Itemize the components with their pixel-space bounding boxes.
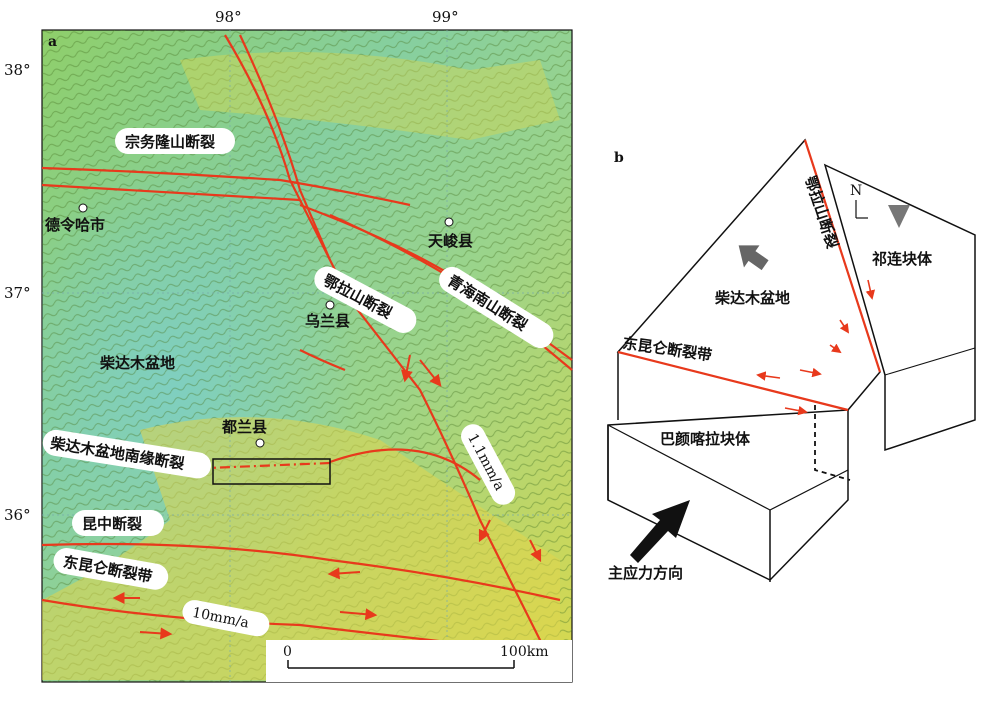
kunzhong-bubble [72,510,164,536]
kunzhong-label: 昆中断裂 [82,515,142,533]
motion-arrows [112,354,542,640]
tianjun-marker [444,217,454,227]
wulan-marker [325,300,335,310]
b-arrow-6 [784,405,808,416]
arrow-8 [139,627,173,640]
arrow-2 [419,359,442,387]
b-arrow-5 [799,367,822,378]
arrow-4 [529,539,542,563]
zongwulong-label: 宗务隆山断裂 [125,133,215,151]
lon-tick-98: 98° [215,8,242,26]
panel-a-label: a [48,34,57,50]
lon-tick-99: 99° [432,8,459,26]
dulan-label: 都兰县 [221,418,267,436]
lat-tick-38: 38° [4,61,31,79]
qaidam-south-bubble [42,429,212,479]
stress-label: 主应力方向 [608,564,683,582]
scale-bar-bg [266,640,572,682]
arrow-3 [478,519,491,543]
lat-tick-37: 37° [4,284,31,302]
b-arrow-1 [865,279,876,300]
bayan-label: 巴颜喀拉块体 [660,430,751,448]
zongwulong-bubble [115,128,235,154]
elashan-bubble [314,266,417,333]
scale-bar: 0 100km [266,640,572,682]
delingha-marker [78,203,88,213]
qaidam-label-b: 柴达木盆地 [714,289,790,307]
qaidam-motion-arrow [738,245,769,271]
elashan-fault-b [803,139,882,373]
east-kunlun-fault-b [617,350,849,412]
b-arrow-3 [829,343,842,354]
arrow-1 [400,354,413,383]
zongwulong-fault-line [41,166,411,207]
dulan-marker [255,438,265,448]
qilian-motion-arrow [888,205,910,228]
map-panel-a: 98° 99° 38° 37° 36° a [4,8,573,683]
b-arrow-4 [756,371,781,381]
north-label: N [850,183,862,199]
dulan-fault-line [329,448,481,481]
tianjun-label: 天峻县 [428,232,473,250]
wulan-label: 乌兰县 [305,312,350,330]
rate-east-kunlun-bubble [182,600,270,637]
study-area-box [212,458,331,485]
highland-zone [42,417,560,680]
delingha-label: 德令哈市 [45,216,105,234]
arrow-6 [339,608,378,621]
bayan-block-top [607,424,849,511]
block-diagram-panel-b: b N 鄂拉山断裂 祁连块体 [607,138,976,582]
kunzhong-fault-line [41,542,561,602]
highland-north [180,52,560,140]
motion-arrows-b [756,279,876,416]
hidden-edge [814,405,851,481]
scale-end-label: 100km [500,644,548,660]
qinghainanshan-bubble [439,266,554,349]
panel-b-label: b [614,150,624,166]
qaidam-label: 柴达木盆地 [99,354,175,372]
wulan-fault-line [299,349,346,372]
lat-tick-36: 36° [4,506,31,524]
qilian-block [823,163,976,452]
b-arrow-2 [839,319,850,334]
scale-start-label: 0 [283,644,292,660]
stress-arrow-icon [630,500,690,563]
qilian-block-edge [884,347,976,376]
east-kunlun-bubble [53,548,169,590]
qilian-label: 祁连块体 [872,250,933,268]
arrow-5 [327,567,361,580]
zongwulong-fault-line-2 [41,183,301,202]
rate-elashan-bubble [461,424,516,505]
